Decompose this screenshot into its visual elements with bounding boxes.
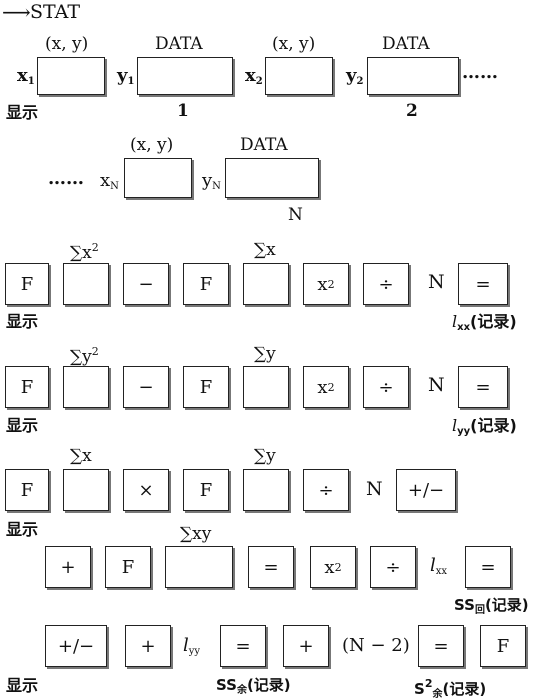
plus-minus-key[interactable]: +/− [45,625,107,667]
index-2: 2 [406,101,418,121]
divide-key[interactable]: ÷ [363,366,409,408]
display-label: 显示 [6,520,39,539]
ss-regression-record-label: SS回(记录) [454,596,529,616]
stat-mode-label: STAT [30,1,81,23]
sum-y-label: ∑y [254,446,276,466]
equals-key[interactable]: = [465,546,511,588]
f-key[interactable]: F [5,366,49,408]
display-label: 显示 [6,312,39,331]
xy-label-n: (x, y) [130,135,174,155]
sum-x-register-box[interactable] [63,469,109,511]
x1-label: x1 [17,65,35,87]
display-label: 显示 [6,416,39,435]
xy-label-1: (x, y) [45,34,89,54]
sum-xy-register-box[interactable] [165,546,233,588]
s2-residual-record-label: S2余(记录) [414,677,487,700]
f-key[interactable]: F [5,263,49,305]
sum-y2-register-box[interactable] [63,366,109,408]
f-key[interactable]: F [5,469,49,511]
lyy-value: lyy [183,635,201,657]
sum-x-label: ∑x [70,446,92,466]
sum-y-register-box[interactable] [243,469,289,511]
equals-key[interactable]: = [418,625,464,667]
plus-key[interactable]: + [283,625,329,667]
minus-key[interactable]: − [123,263,169,305]
data-label-1: DATA [155,34,203,54]
xy-label-2: (x, y) [272,34,316,54]
lyy-record-label: lyy(记录) [452,416,517,437]
display-label: 显示 [6,676,39,695]
n-value: N [366,478,383,500]
y1-label: y1 [117,65,135,87]
xn-label: xN [100,170,119,192]
index-1: 1 [177,101,189,121]
sum-x-label: ∑x [254,240,276,260]
sum-x2-label: ∑x2 [70,241,99,263]
sum-y2-label: ∑y2 [70,345,99,367]
n-value: N [428,271,445,293]
lxx-value: lxx [430,555,448,577]
sum-y-register-box[interactable] [243,366,289,408]
data-label-n: DATA [240,135,288,155]
data-label-2: DATA [382,34,430,54]
n-minus-2-value: (N − 2) [342,635,410,656]
x1-input-box[interactable] [37,57,105,95]
plus-key[interactable]: + [125,625,171,667]
multiply-key[interactable]: × [123,469,169,511]
sum-x-register-box[interactable] [243,263,289,305]
f-key[interactable]: F [183,263,229,305]
divide-key[interactable]: ÷ [363,263,409,305]
y2-label: y2 [346,65,364,87]
x2-input-box[interactable] [265,57,333,95]
n-value: N [428,374,445,396]
stat-arrow: ⟶ [2,0,31,24]
plus-minus-key[interactable]: +/− [396,469,456,511]
yn-label: yN [202,170,221,192]
display-label: 显示 [6,103,39,122]
ellipsis-right: …… [462,62,498,83]
f-key[interactable]: F [480,625,526,667]
f-key[interactable]: F [183,469,229,511]
x2-label: x2 [245,65,263,87]
sum-xy-label: ∑xy [180,524,212,544]
ellipsis-left: …… [48,168,84,189]
yn-data-box[interactable] [225,158,319,198]
y1-data-box[interactable] [137,57,233,95]
lxx-record-label: lxx(记录) [452,312,517,333]
minus-key[interactable]: − [123,366,169,408]
divide-key[interactable]: ÷ [370,546,416,588]
equals-key[interactable]: = [458,263,508,305]
sum-y-label: ∑y [254,344,276,364]
plus-key[interactable]: + [45,546,91,588]
equals-key[interactable]: = [458,366,508,408]
f-key[interactable]: F [183,366,229,408]
sum-x2-register-box[interactable] [63,263,109,305]
equals-key[interactable]: = [220,625,266,667]
equals-key[interactable]: = [248,546,294,588]
ss-residual-record-label: SS余(记录) [216,676,291,696]
divide-key[interactable]: ÷ [303,469,349,511]
f-key[interactable]: F [105,546,151,588]
y2-data-box[interactable] [367,57,459,95]
xn-input-box[interactable] [124,158,192,198]
index-n: N [288,205,303,225]
